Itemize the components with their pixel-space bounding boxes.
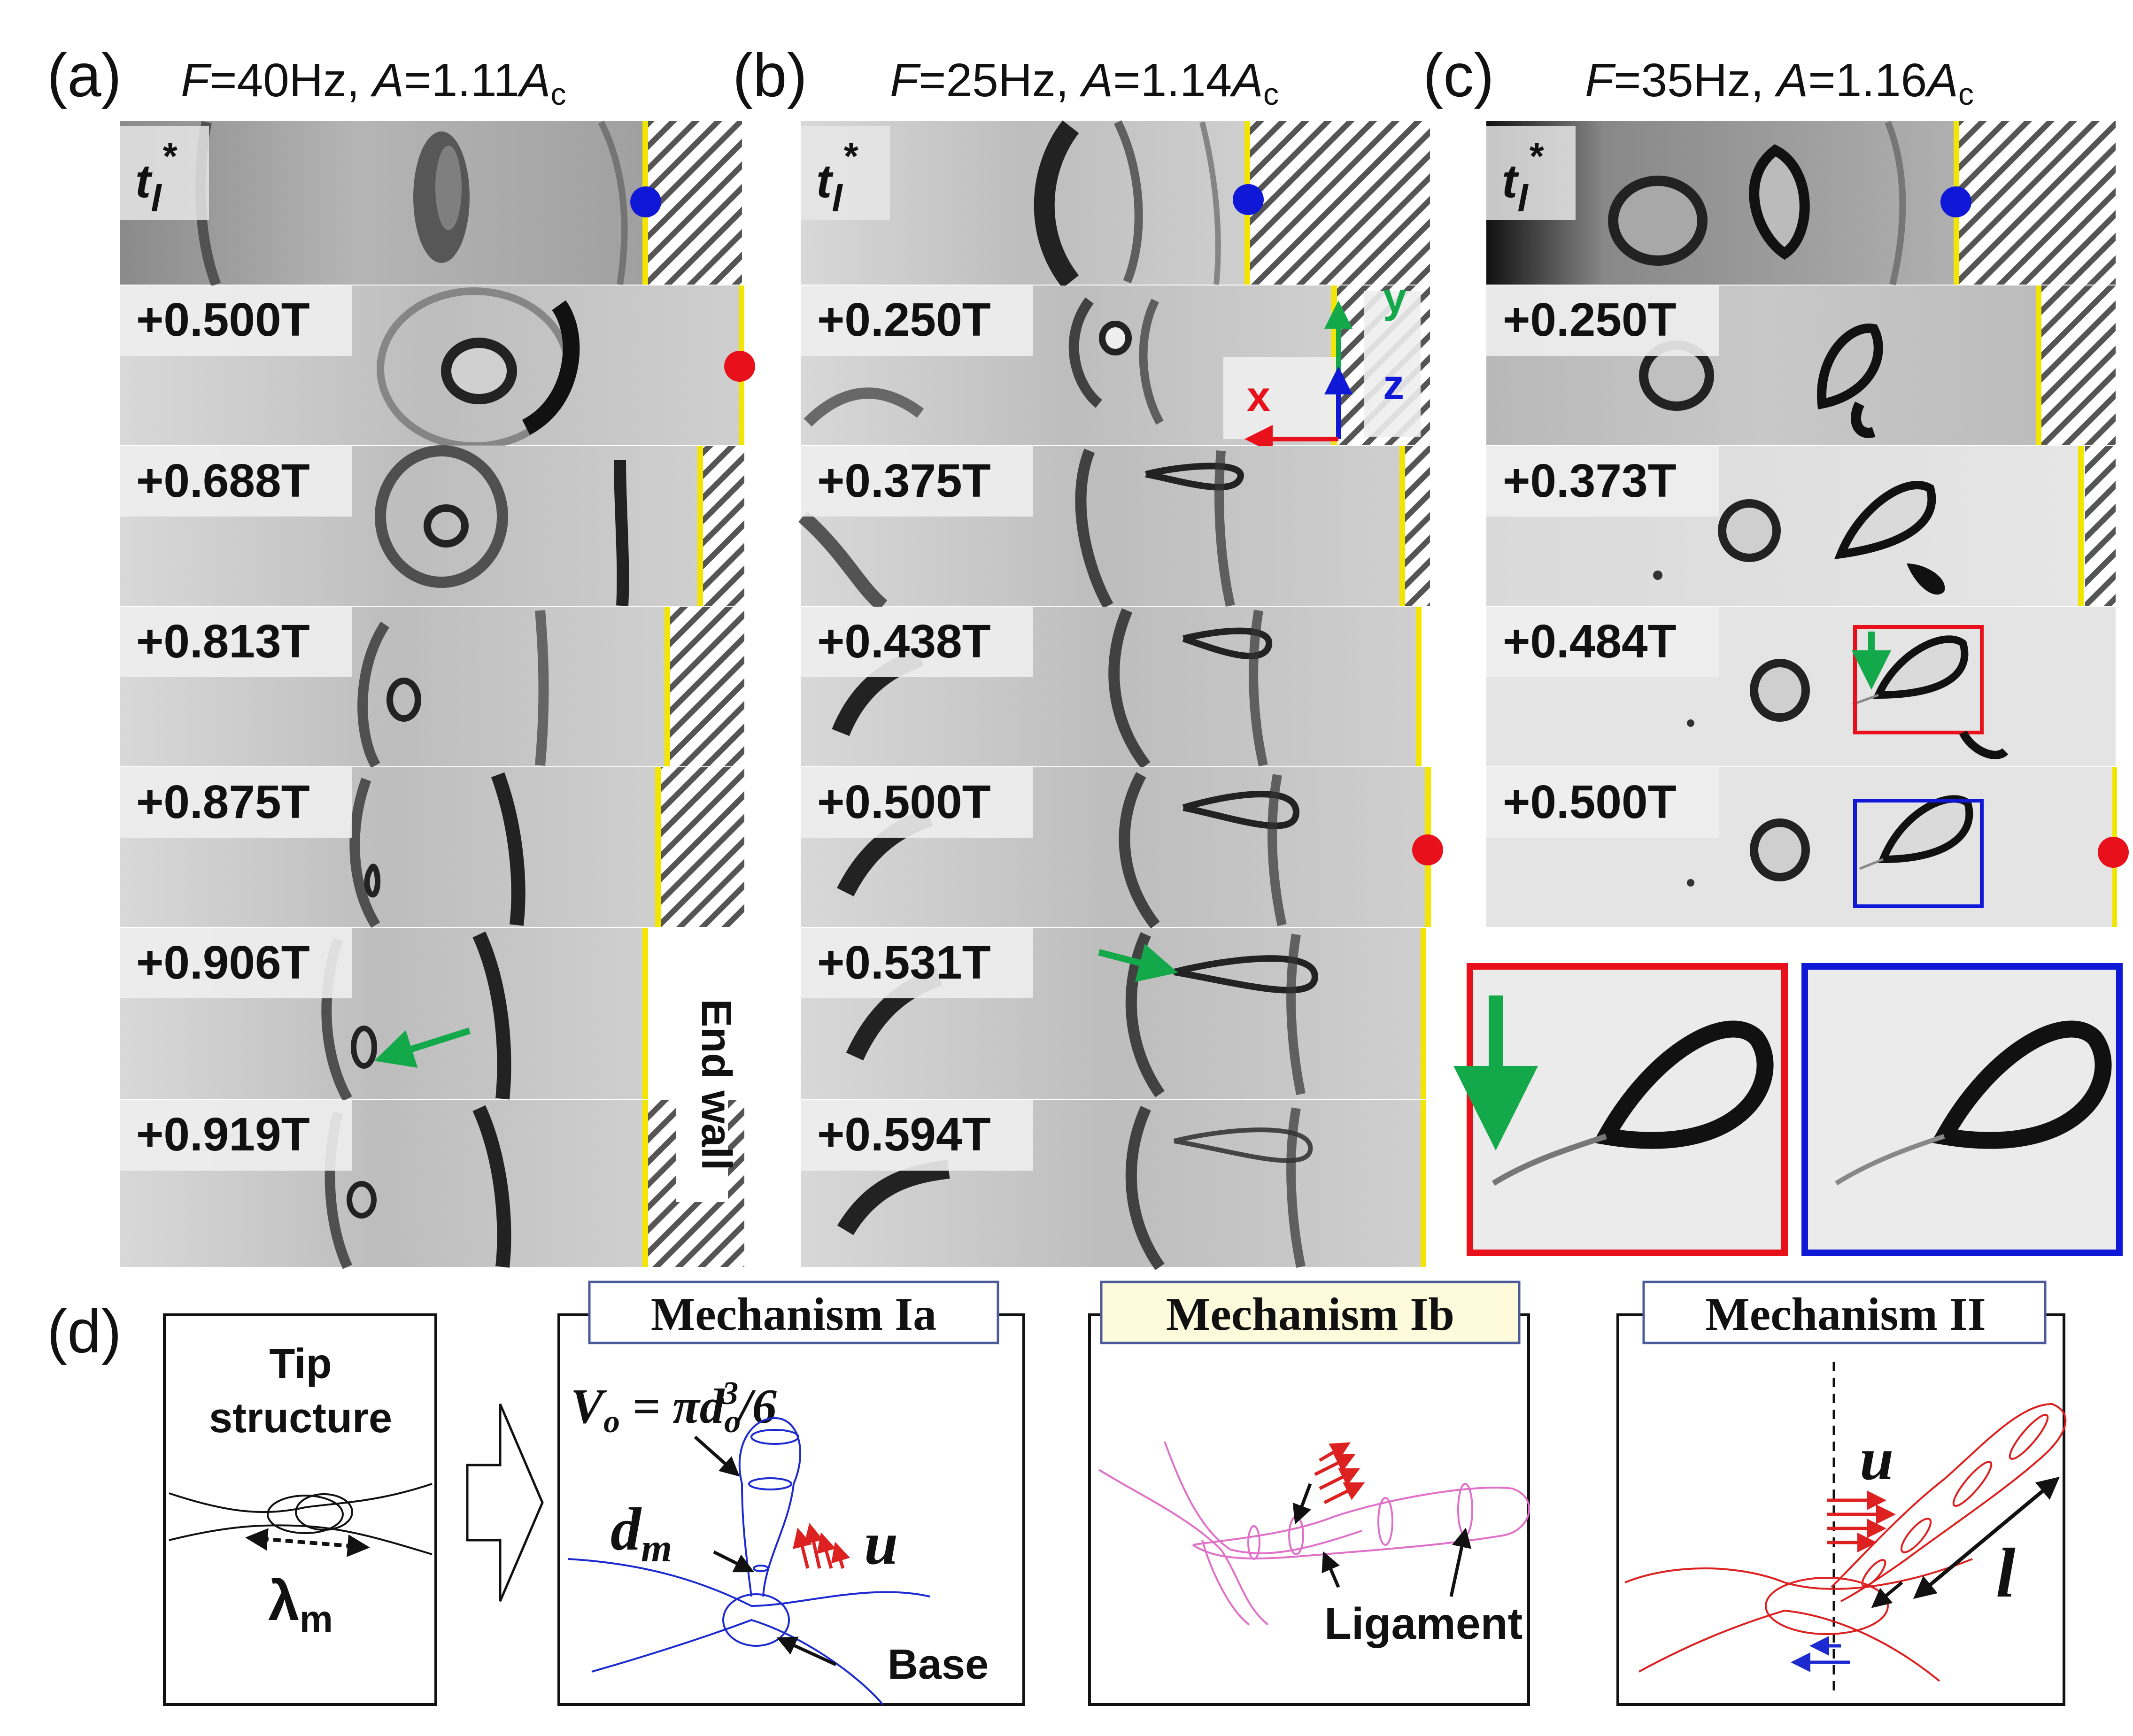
panel-a-frame-5-label: +0.875T [136, 776, 310, 828]
blue-marker-icon [630, 186, 661, 217]
panel-a-frame-2-label: +0.500T [136, 293, 310, 346]
panel-a-frame-4-label: +0.813T [136, 615, 310, 668]
panel-b-frame-4-label: +0.438T [817, 615, 991, 668]
panel-c-frame-2-label: +0.250T [1503, 293, 1677, 346]
panel-a-frame-7-label: +0.919T [136, 1108, 310, 1161]
panel-c-frame-5 [1486, 767, 2129, 927]
axis-z-label: z [1383, 362, 1404, 409]
base-label: Base [888, 1641, 989, 1688]
panel-a-frame-1-label: tl* [135, 135, 178, 219]
tip-structure-label-1: Tip [269, 1341, 332, 1388]
panel-c-frame-2 [1486, 285, 2116, 445]
mechanism-ii-box: Mechanism II u l [1616, 1281, 2067, 1706]
panel-c-title: F=35Hz, A=1.16Ac [1585, 54, 1974, 111]
velocity-label: u [864, 1510, 898, 1577]
axis-x-label: x [1247, 373, 1270, 420]
panel-c-frame-4-label: +0.484T [1503, 615, 1677, 668]
tip-structure-label-2: structure [209, 1395, 392, 1442]
panel-a-frame-6-label: +0.906T [136, 936, 310, 989]
panel-b-label: (b) [733, 41, 807, 109]
panel-b-frame-1 [801, 120, 1430, 288]
panel-b-frame-7-label: +0.594T [817, 1108, 991, 1161]
panel-c-frame-5-label: +0.500T [1503, 776, 1677, 828]
panel-c-frame-1-label: tl* [1502, 135, 1545, 219]
mechanism-ib-box: Mechanism Ib Ligament [1088, 1281, 1530, 1706]
panel-b-frame-3-label: +0.375T [817, 455, 991, 507]
panel-d-label: (d) [47, 1297, 122, 1366]
end-wall-label: End wall [693, 999, 740, 1170]
panel-c-label: (c) [1423, 41, 1494, 109]
tip-structure-box: Tip structure λm [163, 1313, 437, 1706]
panel-a-frame-1 [120, 120, 742, 286]
panel-d: (d) Tip structure λm Mechanism Ia Vo = π… [47, 1281, 2067, 1706]
mechanism-ib-title: Mechanism Ib [1166, 1288, 1454, 1340]
panel-c-frame-3-label: +0.373T [1503, 455, 1677, 507]
panel-b-frame-5-label: +0.500T [817, 776, 991, 828]
process-arrow-icon [466, 1404, 544, 1602]
red-marker-icon [2098, 837, 2129, 868]
dm-label: dm [611, 1496, 672, 1570]
blue-marker-icon [1233, 184, 1264, 215]
panel-b-frame-1-label: tl* [816, 135, 859, 219]
red-marker-icon [1412, 834, 1443, 865]
green-arrow-icon [1098, 943, 1178, 982]
zoom-inset-red [1453, 963, 1788, 1256]
panel-a-title: F=40Hz, A=1.11Ac [181, 54, 566, 111]
green-arrow-icon [374, 1027, 471, 1068]
panel-a-frame-3-label: +0.688T [136, 455, 310, 507]
panel-a-label: (a) [47, 41, 122, 109]
mechanism-ia-box: Mechanism Ia Vo = πdo3/6 dm u Base [557, 1281, 1025, 1706]
zoom-box-blue [1853, 799, 1984, 908]
lambda-m-label: λm [268, 1569, 333, 1640]
coordinate-axes: y z x [1223, 275, 1421, 453]
mechanism-ii-title: Mechanism II [1705, 1288, 1986, 1340]
mechanism-ia-title: Mechanism Ia [651, 1288, 936, 1340]
panel-b-frame-2-label: +0.250T [817, 293, 991, 346]
panel-a: (a) F=40Hz, A=1.11Ac [47, 41, 755, 1269]
ligament-label: Ligament [1324, 1599, 1522, 1649]
panel-b-title: F=25Hz, A=1.14Ac [890, 54, 1279, 111]
length-label: l [1996, 1534, 2016, 1612]
panel-b: (b) F=25Hz, A=1.14Ac [733, 41, 1443, 1270]
blue-marker-icon [1940, 186, 1971, 217]
axis-y-label: y [1383, 275, 1407, 322]
red-marker-icon [724, 351, 755, 382]
panel-c: (c) F=35Hz, A=1.16Ac [1423, 41, 2129, 1256]
zoom-inset-blue [1801, 963, 2123, 1256]
velocity-label-ii: u [1860, 1425, 1893, 1493]
panel-b-frame-6-label: +0.531T [817, 936, 991, 989]
volume-formula: Vo = πdo3/6 [571, 1375, 777, 1440]
panel-c-frame-1 [1486, 121, 2116, 285]
